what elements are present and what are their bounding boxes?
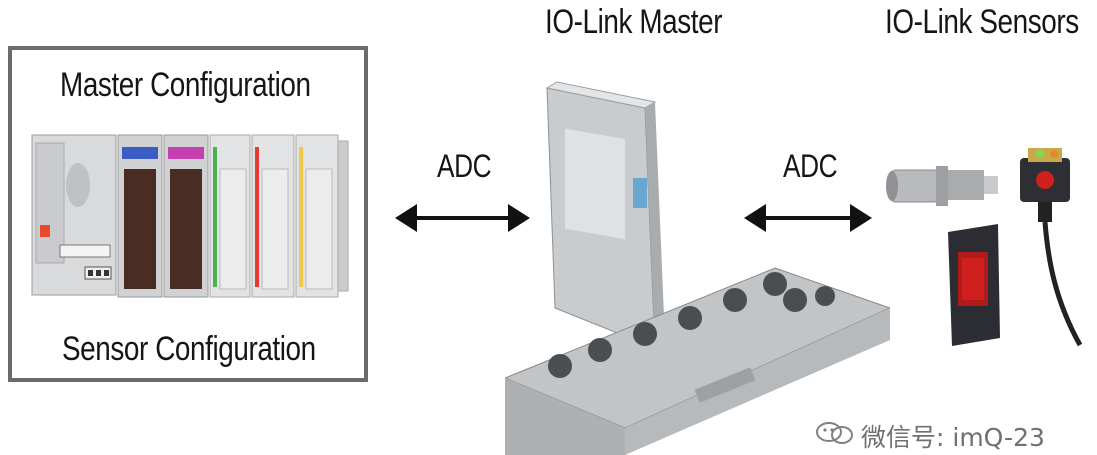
adc-left-double-arrow xyxy=(395,204,530,232)
adc-right-double-arrow xyxy=(744,204,872,232)
sensor-configuration-label: Sensor Configuration xyxy=(62,330,316,368)
adc-left-label: ADC xyxy=(437,148,492,184)
io-link-sensors-image xyxy=(886,148,1083,347)
io-link-master-label: IO-Link Master xyxy=(545,3,723,41)
controller-rack-image xyxy=(31,134,349,298)
watermark-text: 微信号: imQ-23 xyxy=(861,423,1045,452)
adc-right-label: ADC xyxy=(783,148,838,184)
master-configuration-label: Master Configuration xyxy=(60,66,311,104)
io-link-sensors-label: IO-Link Sensors xyxy=(885,3,1079,41)
watermark: 微信号: imQ-23 xyxy=(815,418,1045,454)
wechat-icon xyxy=(815,420,855,452)
io-link-master-image xyxy=(505,81,890,455)
